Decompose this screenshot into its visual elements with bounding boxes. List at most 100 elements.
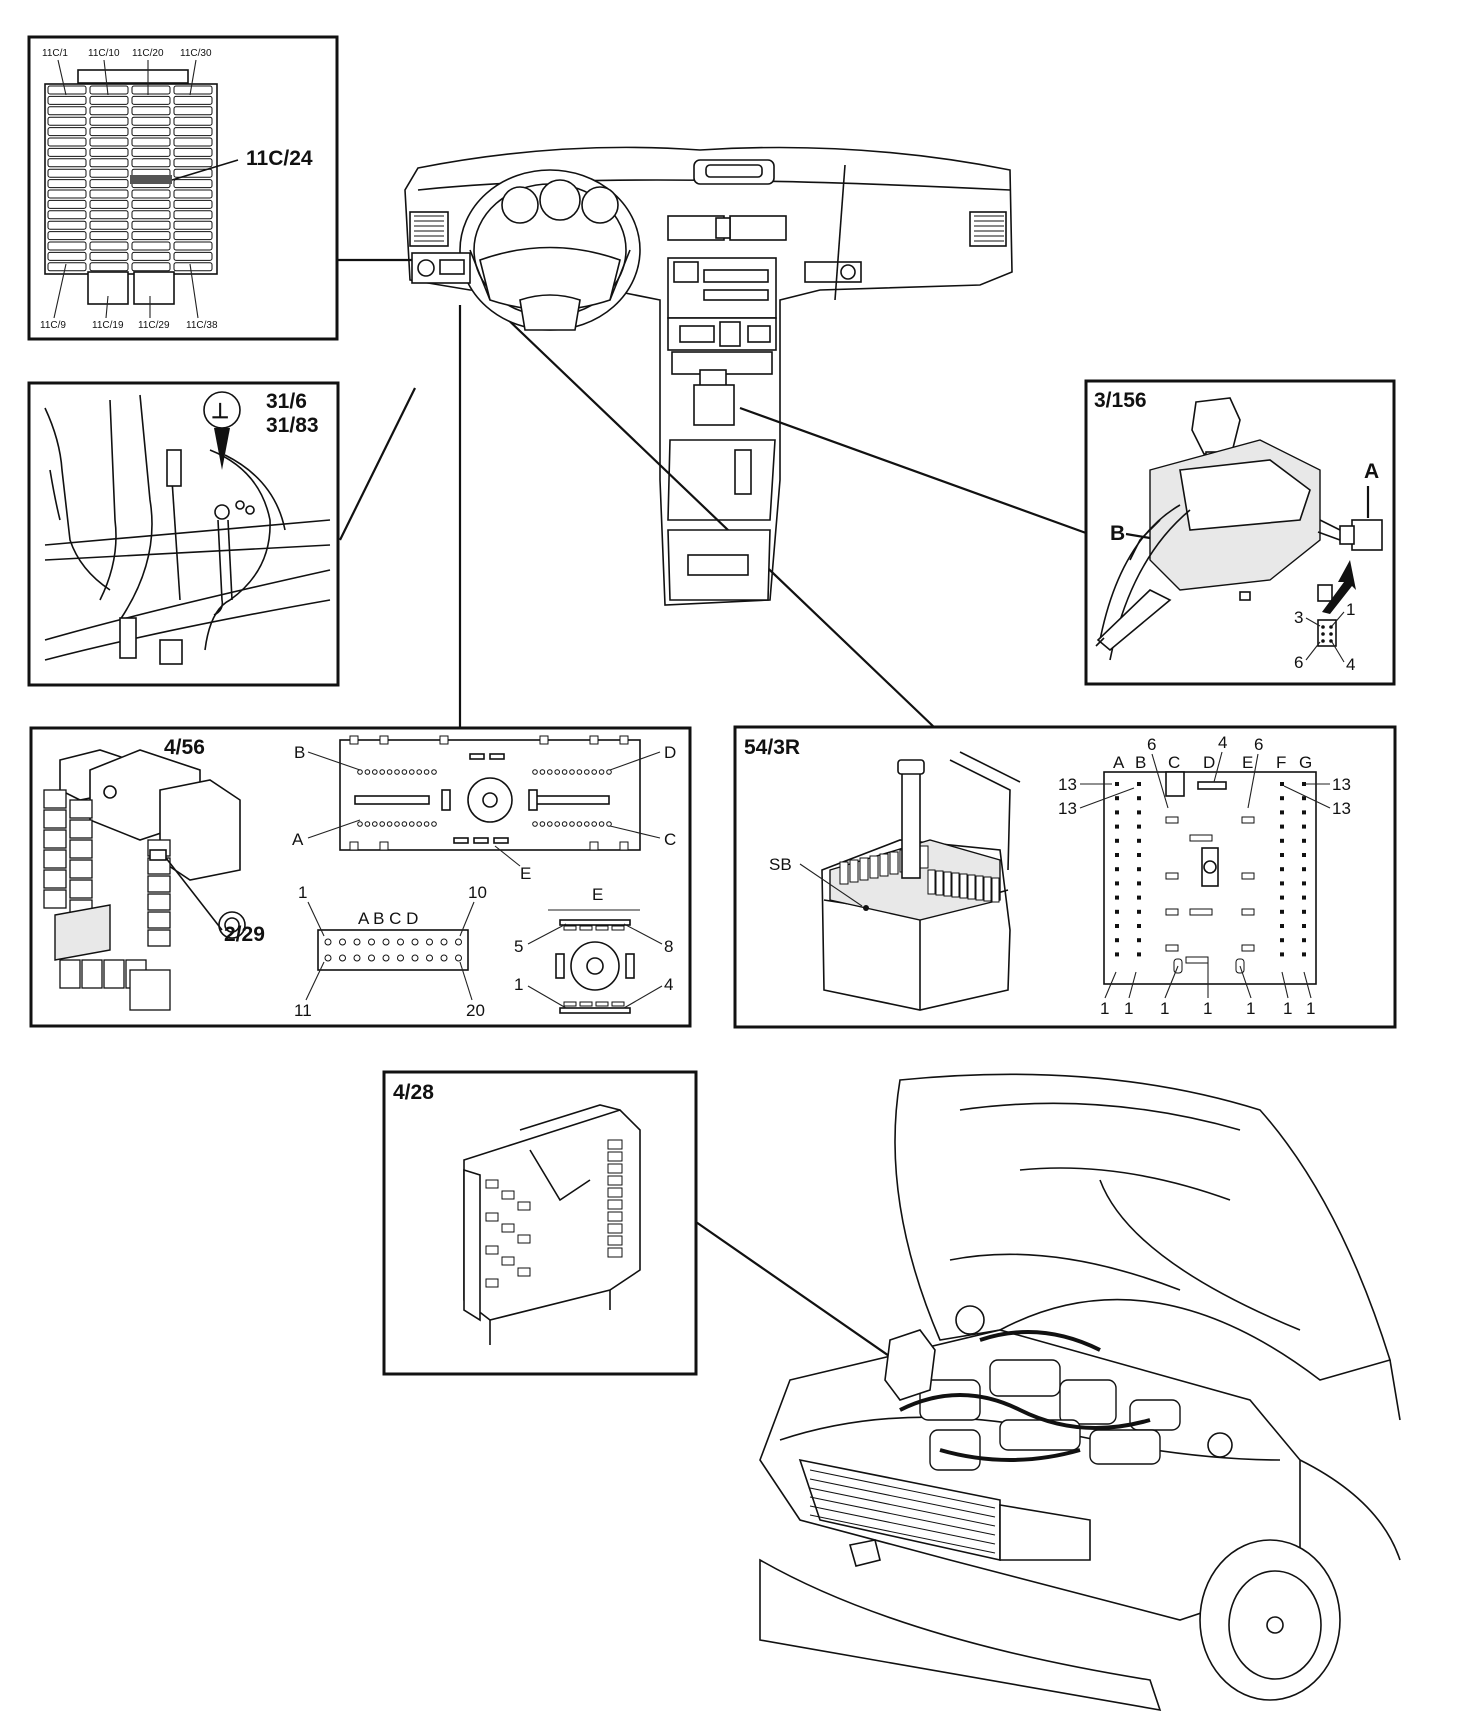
connector-pin [532, 821, 538, 827]
gear-pin-1: 1 [1346, 600, 1355, 619]
fuse [47, 85, 87, 95]
relay [147, 893, 171, 911]
relay [889, 851, 899, 875]
panel-fuse-box: 11C/24 11C/1 11C/10 11C/20 11C/30 11C/9 … [27, 35, 339, 341]
relay [147, 929, 171, 947]
relay [59, 959, 81, 989]
ecm-fin [485, 1179, 499, 1189]
gear-pin-4: 4 [1346, 655, 1355, 674]
fuse [89, 199, 129, 209]
e-pin [563, 1001, 577, 1007]
cem-conn-label-a: A [292, 830, 304, 849]
relay [967, 874, 976, 900]
connector-pin [386, 821, 393, 827]
connector-pin [576, 821, 583, 827]
engine-hose [939, 1448, 1081, 1462]
connector-pin [372, 821, 378, 827]
socket-pin [1280, 881, 1284, 886]
pin [426, 954, 433, 962]
pin [368, 938, 375, 946]
relay [43, 829, 67, 849]
cem-pin-block-header: A B C D [358, 909, 418, 928]
socket-slot [1241, 944, 1255, 952]
fuse [89, 147, 129, 157]
socket-col-a: A [1113, 753, 1125, 772]
socket-pin [1137, 824, 1141, 829]
e-pin [579, 925, 593, 931]
ecm-fin [607, 1199, 623, 1210]
fuse [173, 106, 213, 116]
engine-hose [899, 1393, 1151, 1430]
connector-pin [372, 769, 378, 775]
socket-pin [1280, 838, 1284, 843]
relay [129, 969, 171, 1011]
ecm-fin [485, 1278, 499, 1288]
connector-pin [554, 769, 561, 775]
fuse [173, 220, 213, 230]
pin [440, 954, 448, 962]
socket-slot [1189, 834, 1213, 842]
socket-slot [1241, 816, 1255, 824]
engine-part [989, 1359, 1061, 1397]
connector-pin [379, 769, 386, 775]
ground-illustration [44, 394, 331, 665]
grille-slat [809, 1514, 996, 1554]
connector-tab [349, 735, 359, 745]
connector-pin [364, 821, 371, 827]
fuse [89, 137, 129, 147]
connector-tab [379, 735, 389, 745]
e-pin [611, 1001, 625, 1007]
fuse-bottom-label-29: 11C/29 [138, 320, 170, 331]
socket-slot [1241, 908, 1255, 916]
connector-pin [547, 769, 553, 775]
fuse [89, 95, 129, 105]
fuse [89, 262, 129, 272]
socket-pin [1115, 895, 1119, 900]
socket-pin [1137, 895, 1141, 900]
vent-right [974, 215, 1004, 242]
e-pin [611, 925, 625, 931]
fuse [47, 251, 87, 261]
relay [943, 871, 952, 897]
fuse [47, 106, 87, 116]
socket-slot [1241, 872, 1255, 880]
gear-selector-label-b: B [1110, 522, 1125, 545]
connector-pin [401, 769, 408, 775]
socket-pin [1280, 867, 1284, 872]
connector-pin [584, 769, 590, 775]
socket-box-title: 54/3R [744, 736, 800, 759]
cem-e-block [563, 925, 625, 1007]
relay [919, 845, 929, 869]
connector-pin [409, 769, 415, 775]
relay [43, 789, 67, 809]
connector-pin [416, 769, 423, 775]
socket-pin [1115, 824, 1119, 829]
fuse [131, 137, 171, 147]
fuse [131, 210, 171, 220]
socket-pin [1115, 924, 1119, 928]
gear-selector-illustration [1095, 397, 1383, 661]
vent-left [414, 215, 444, 242]
fuse [173, 262, 213, 272]
connector-tab [349, 841, 359, 851]
relay [879, 853, 889, 877]
socket-pin [1302, 924, 1306, 928]
connector-tab [619, 841, 629, 851]
fuse [89, 241, 129, 251]
socket-slot [1165, 816, 1179, 824]
relay [43, 809, 67, 829]
ecm-fin [607, 1211, 623, 1222]
ecm-fin [485, 1245, 499, 1255]
pin [455, 938, 462, 946]
grille-slat [809, 1478, 996, 1518]
connector-pin [547, 821, 553, 827]
connector-pin [394, 769, 400, 775]
socket-bottom-1e: 1 [1246, 999, 1255, 1018]
fuse [173, 251, 213, 261]
socket-col-g: G [1299, 753, 1312, 772]
socket-pin [1137, 867, 1141, 872]
grille-slat [809, 1487, 996, 1527]
socket-bottom-1d: 1 [1203, 999, 1212, 1018]
connector-pin [416, 821, 423, 827]
